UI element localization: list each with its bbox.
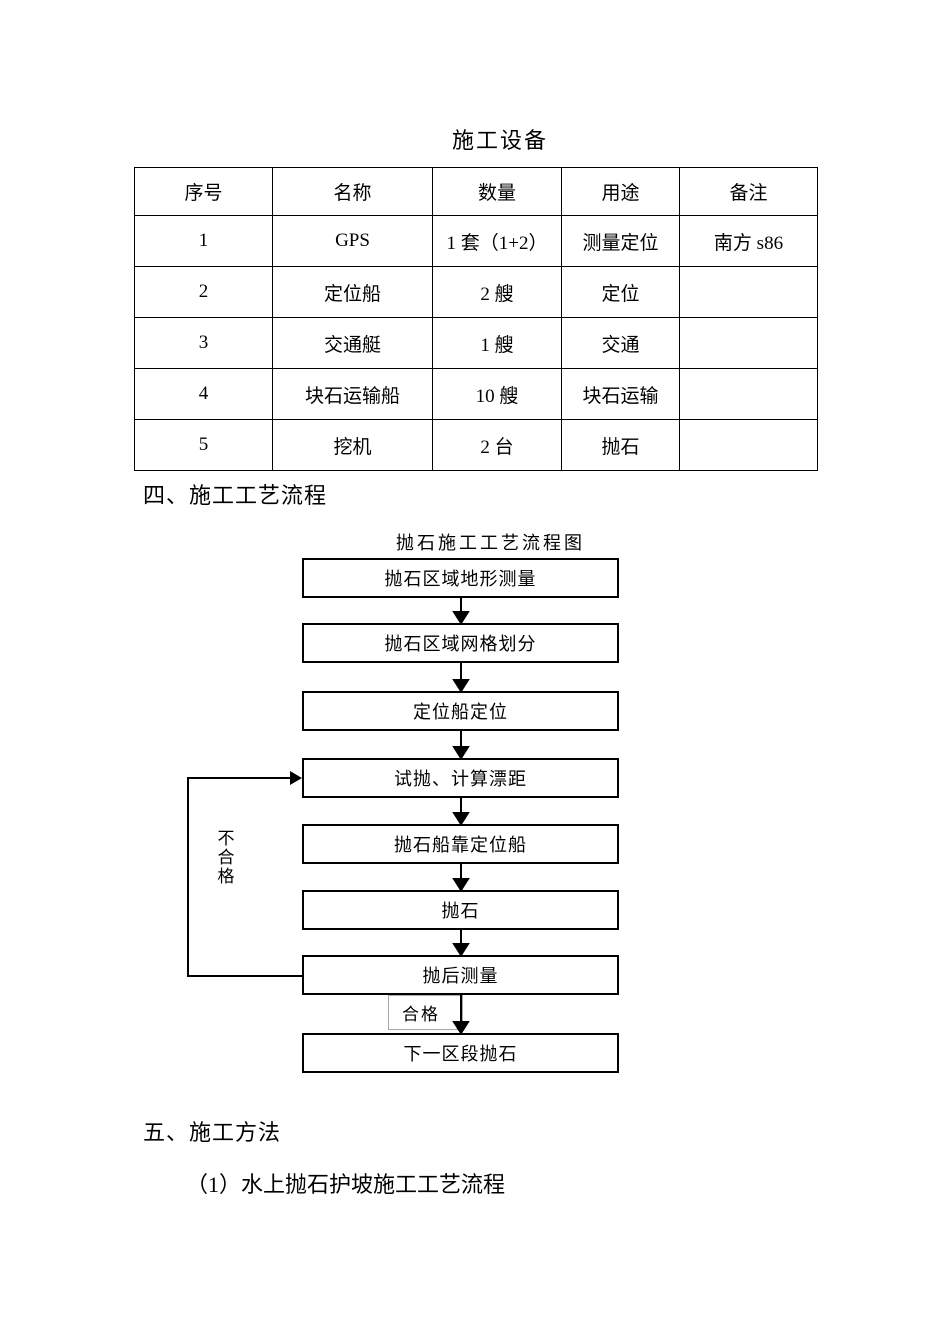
- cell-index: 1: [134, 215, 273, 267]
- flow-node-positioning-ship: 定位船定位: [302, 691, 619, 731]
- cell-quantity: 2 艘: [432, 266, 562, 318]
- cell-name: 挖机: [272, 419, 433, 471]
- table-row: 3 交通艇 1 艘 交通: [134, 317, 818, 369]
- cell-remark: [679, 266, 818, 318]
- edge-label-fail: 不合格: [217, 829, 235, 886]
- cell-name: GPS: [272, 215, 433, 267]
- cell-usage: 定位: [561, 266, 680, 318]
- cell-usage: 测量定位: [561, 215, 680, 267]
- flow-node-trial-throw: 试抛、计算漂距: [302, 758, 619, 798]
- col-header-remark: 备注: [679, 167, 818, 216]
- table-row: 4 块石运输船 10 艘 块石运输: [134, 368, 818, 420]
- cell-index: 4: [134, 368, 273, 420]
- flow-node-terrain-survey: 抛石区域地形测量: [302, 558, 619, 598]
- col-header-index: 序号: [134, 167, 273, 216]
- cell-remark: [679, 419, 818, 471]
- edge-label-pass: 合格: [388, 995, 463, 1030]
- cell-usage: 抛石: [561, 419, 680, 471]
- cell-name: 块石运输船: [272, 368, 433, 420]
- cell-quantity: 1 艘: [432, 317, 562, 369]
- section5-heading: 五、施工方法: [143, 1120, 282, 1145]
- cell-quantity: 10 艘: [432, 368, 562, 420]
- col-header-name: 名称: [272, 167, 433, 216]
- cell-remark: [679, 317, 818, 369]
- col-header-quantity: 数量: [432, 167, 562, 216]
- cell-index: 5: [134, 419, 273, 471]
- flowchart-title: 抛石施工工艺流程图: [396, 533, 585, 553]
- cell-name: 交通艇: [272, 317, 433, 369]
- cell-remark: [679, 368, 818, 420]
- table-row: 1 GPS 1 套（1+2） 测量定位 南方 s86: [134, 215, 818, 267]
- cell-usage: 交通: [561, 317, 680, 369]
- flow-node-ship-docking: 抛石船靠定位船: [302, 824, 619, 864]
- cell-name: 定位船: [272, 266, 433, 318]
- equipment-table-title: 施工设备: [451, 128, 548, 153]
- table-row: 5 挖机 2 台 抛石: [134, 419, 818, 471]
- cell-usage: 块石运输: [561, 368, 680, 420]
- cell-quantity: 2 台: [432, 419, 562, 471]
- section5-item1: （1）水上抛石护坡施工工艺流程: [186, 1172, 506, 1197]
- cell-index: 3: [134, 317, 273, 369]
- equipment-table: 序号 名称 数量 用途 备注 1 GPS 1 套（1+2） 测量定位 南方 s8…: [134, 167, 818, 471]
- flow-node-riprap: 抛石: [302, 890, 619, 930]
- cell-index: 2: [134, 266, 273, 318]
- flow-node-post-survey: 抛后测量: [302, 955, 619, 995]
- flow-node-next-section: 下一区段抛石: [302, 1033, 619, 1073]
- table-header-row: 序号 名称 数量 用途 备注: [134, 167, 818, 216]
- cell-remark: 南方 s86: [679, 215, 818, 267]
- col-header-usage: 用途: [561, 167, 680, 216]
- flow-node-grid-division: 抛石区域网格划分: [302, 623, 619, 663]
- cell-quantity: 1 套（1+2）: [432, 215, 562, 267]
- table-row: 2 定位船 2 艘 定位: [134, 266, 818, 318]
- section4-heading: 四、施工工艺流程: [143, 483, 328, 508]
